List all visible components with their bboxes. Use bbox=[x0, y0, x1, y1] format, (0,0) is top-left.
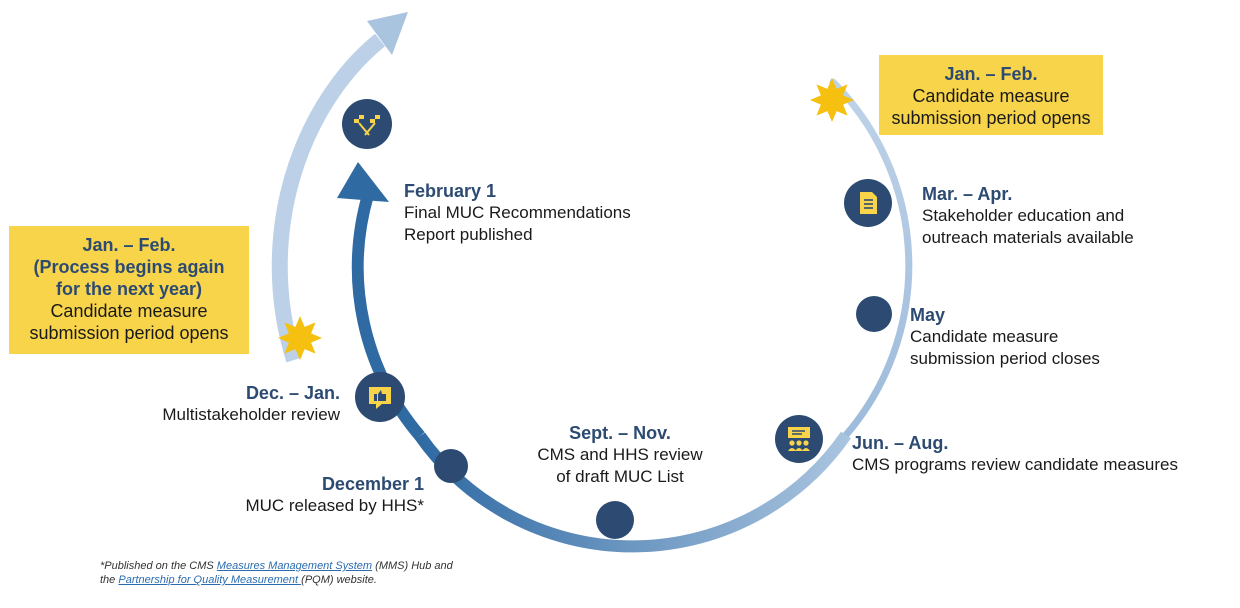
node-december-1 bbox=[434, 449, 468, 483]
milestone-jun-aug: Jun. – Aug. CMS programs review candidat… bbox=[852, 432, 1178, 476]
outer-arrow bbox=[271, 33, 386, 363]
milestone-heading: Mar. – Apr. bbox=[922, 184, 1013, 204]
milestone-may: May Candidate measure submission period … bbox=[910, 304, 1100, 370]
milestone-heading: Dec. – Jan. bbox=[245, 383, 340, 403]
pqm-link[interactable]: Partnership for Quality Measurement bbox=[118, 574, 302, 586]
thumbs-up-icon bbox=[355, 372, 405, 422]
milestone-line: CMS programs review candidate measures bbox=[852, 455, 1178, 474]
left-box-bold2: for the next year) bbox=[55, 279, 203, 299]
milestone-heading: Jun. – Aug. bbox=[852, 433, 949, 453]
milestone-sept-nov: Sept. – Nov. CMS and HHS review of draft… bbox=[510, 422, 730, 488]
milestone-dec-jan: Dec. – Jan. Multistakeholder review bbox=[110, 382, 340, 426]
milestone-february-1: February 1 Final MUC Recommendations Rep… bbox=[404, 180, 631, 246]
document-icon bbox=[844, 179, 892, 227]
milestone-heading: February 1 bbox=[404, 181, 497, 201]
checkered-flags-icon bbox=[342, 99, 392, 149]
presentation-icon bbox=[775, 415, 823, 463]
mms-hub-link[interactable]: Measures Management System bbox=[216, 560, 373, 572]
milestone-line: of draft MUC List bbox=[556, 467, 684, 486]
milestone-line: Multistakeholder review bbox=[162, 405, 340, 424]
milestone-december-1: December 1 MUC released by HHS* bbox=[180, 473, 424, 517]
starburst-icon bbox=[278, 316, 322, 360]
node-may bbox=[856, 296, 892, 332]
starburst-icon bbox=[810, 78, 854, 122]
top-box-line3: submission period opens bbox=[891, 108, 1091, 128]
milestone-line: CMS and HHS review bbox=[537, 445, 703, 464]
milestone-line: Candidate measure bbox=[910, 327, 1059, 346]
milestone-line: Stakeholder education and bbox=[922, 206, 1125, 225]
milestone-heading: May bbox=[910, 305, 946, 325]
milestone-line: Report published bbox=[404, 225, 533, 244]
left-box-line1: Candidate measure bbox=[50, 301, 208, 321]
footnote: *Published on the CMS Measures Managemen… bbox=[100, 559, 460, 587]
outer-arrowhead bbox=[367, 12, 408, 55]
cycle-arrowhead-up bbox=[337, 162, 389, 202]
left-box-bold1: (Process begins again bbox=[33, 257, 225, 277]
milestone-heading: Sept. – Nov. bbox=[569, 423, 671, 443]
cycle-arc-bottom bbox=[415, 431, 851, 553]
footnote-prefix: *Published on the CMS bbox=[100, 560, 217, 572]
footnote-suffix: (PQM) website. bbox=[301, 574, 377, 586]
node-sept-nov bbox=[596, 501, 634, 539]
left-box-line2: submission period opens bbox=[29, 323, 229, 343]
footnote-middle: (MMS) Hub and the bbox=[100, 560, 453, 586]
milestone-line: outreach materials available bbox=[922, 228, 1134, 247]
left-box-heading: Jan. – Feb. bbox=[82, 235, 176, 255]
milestone-mar-apr: Mar. – Apr. Stakeholder education and ou… bbox=[922, 183, 1134, 249]
milestone-line: submission period closes bbox=[910, 349, 1100, 368]
milestone-line: Final MUC Recommendations bbox=[404, 203, 631, 222]
top-highlight-box: Jan. – Feb. Candidate measure submission… bbox=[879, 55, 1103, 135]
top-box-heading: Jan. – Feb. bbox=[944, 64, 1038, 84]
left-highlight-box: Jan. – Feb. (Process begins again for th… bbox=[9, 226, 249, 354]
cycle-arc-right bbox=[829, 78, 913, 439]
milestone-line: MUC released by HHS* bbox=[245, 496, 424, 515]
top-box-line2: Candidate measure bbox=[912, 86, 1070, 106]
milestone-heading: December 1 bbox=[321, 474, 424, 494]
